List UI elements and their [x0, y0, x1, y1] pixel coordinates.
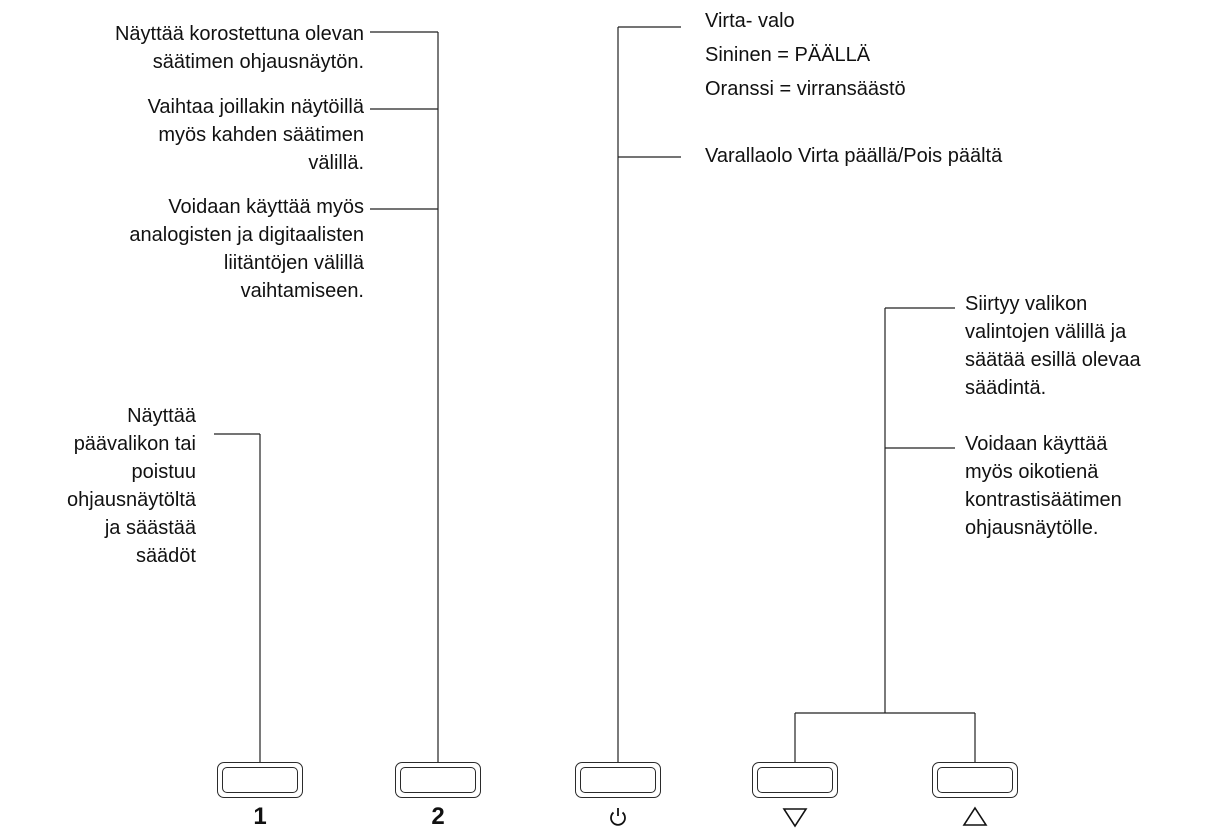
- button-2-description-1: Näyttää korostettuna olevan säätimen ohj…: [115, 20, 364, 76]
- button-2-description-line: Vaihtaa joillakin näytöillä: [147, 96, 364, 118]
- arrow-buttons-description-line: säädintä.: [965, 377, 1047, 399]
- button-2-description-line: liitäntöjen välillä: [223, 252, 364, 274]
- button-1-description-line: ja säästää: [104, 517, 196, 539]
- down-triangle-icon: [765, 806, 825, 828]
- button-2-description-2: Vaihtaa joillakin näytöillä myös kahden …: [148, 93, 364, 177]
- button-2-description-line: analogisten ja digitaalisten: [129, 224, 364, 246]
- button-1-description-line: poistuu: [131, 461, 197, 483]
- button-2-description-line: välillä.: [308, 152, 364, 174]
- power-button-description-2: Varallaolo Virta päällä/Pois päältä: [705, 142, 1002, 170]
- button-1-description-line: ohjausnäytöltä: [67, 489, 196, 511]
- arrow-buttons-description-line: valintojen välillä ja: [965, 321, 1127, 343]
- up-triangle-icon: [945, 806, 1005, 828]
- power-button-description-1: Virta- valo Sininen = PÄÄLLÄ Oranssi = v…: [705, 4, 906, 106]
- button-1-label: 1: [253, 803, 267, 830]
- up-button[interactable]: [932, 762, 1018, 798]
- power-button-description-line: Varallaolo Virta päällä/Pois päältä: [705, 145, 1003, 167]
- button-2-description-line: myös kahden säätimen: [158, 124, 364, 146]
- arrow-buttons-description-line: Siirtyy valikon: [965, 293, 1088, 315]
- arrow-buttons-description-line: myös oikotienä: [965, 461, 1099, 483]
- button-2-label: 2: [431, 803, 445, 830]
- button-1-description: Näyttää päävalikon tai poistuu ohjausnäy…: [67, 402, 196, 570]
- arrow-buttons-description-line: kontrastisäätimen: [965, 489, 1122, 511]
- down-button[interactable]: [752, 762, 838, 798]
- button-2-description-line: säätimen ohjausnäytön.: [152, 51, 364, 73]
- button-2-description-line: vaihtamiseen.: [240, 280, 364, 302]
- button-1[interactable]: [217, 762, 303, 798]
- arrow-buttons-description-2: Voidaan käyttää myös oikotienä kontrasti…: [965, 430, 1122, 542]
- button-1-description-line: päävalikon tai: [73, 433, 196, 455]
- button-2-description-3: Voidaan käyttää myös analogisten ja digi…: [129, 193, 364, 305]
- button-2-description-line: Voidaan käyttää myös: [168, 196, 364, 218]
- arrow-buttons-description-1: Siirtyy valikon valintojen välillä ja sä…: [965, 290, 1141, 402]
- power-button-description-line: Oranssi = virransäästö: [705, 78, 906, 100]
- power-button-description-line: Sininen = PÄÄLLÄ: [705, 44, 871, 66]
- power-icon: [588, 806, 648, 828]
- arrow-buttons-description-line: säätää esillä olevaa: [965, 349, 1141, 371]
- button-2[interactable]: [395, 762, 481, 798]
- power-button-description-line: Virta- valo: [705, 10, 795, 32]
- power-button[interactable]: [575, 762, 661, 798]
- button-1-description-line: Näyttää: [127, 405, 196, 427]
- button-2-description-line: Näyttää korostettuna olevan: [114, 23, 364, 45]
- button-1-description-line: säädöt: [135, 545, 196, 567]
- arrow-buttons-description-line: ohjausnäytölle.: [965, 517, 1099, 539]
- arrow-buttons-description-line: Voidaan käyttää: [965, 433, 1108, 455]
